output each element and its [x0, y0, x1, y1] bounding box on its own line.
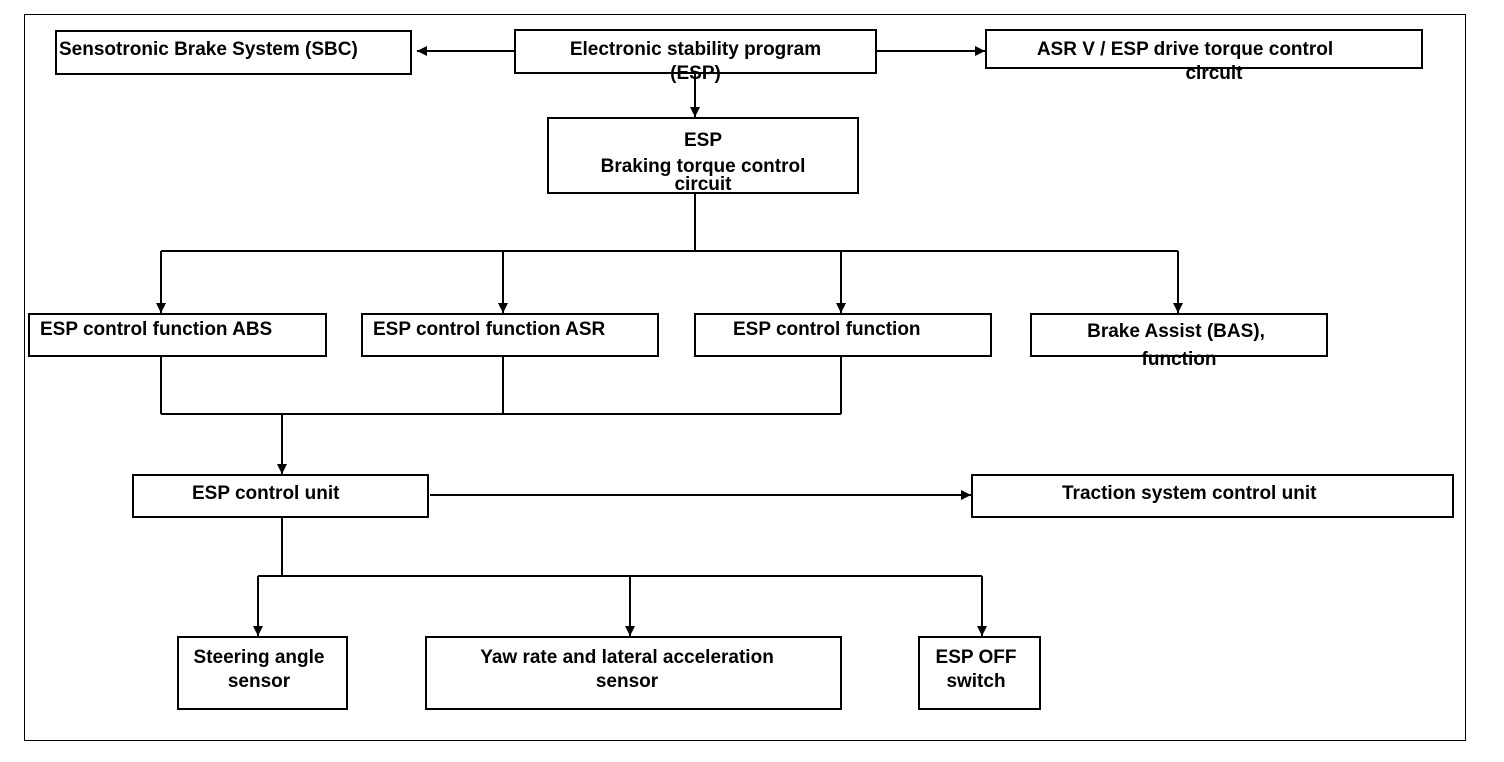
box-abs	[28, 313, 327, 357]
box-sbc	[55, 30, 412, 75]
box-esp-function	[694, 313, 992, 357]
label-steering-line1: Steering angle	[193, 647, 325, 668]
label-esp-function: ESP control function	[733, 319, 921, 340]
label-abs: ESP control function ABS	[40, 319, 273, 340]
label-steering-line2: sensor	[227, 671, 291, 692]
box-control-unit	[132, 474, 429, 518]
label-esp-off-line2: switch	[946, 671, 1006, 692]
box-asr-drive	[985, 29, 1423, 69]
label-yaw-line1: Yaw rate and lateral acceleration	[480, 647, 774, 668]
label-esp-braking-line2: Braking torque control	[600, 156, 806, 177]
label-esp-program-line2: (ESP)	[670, 63, 721, 84]
box-esp-off	[918, 636, 1041, 710]
label-bas-line2: function	[1141, 349, 1217, 370]
label-asr-drive: ASR V / ESP drive torque control circuit	[985, 38, 1423, 86]
label-bas-line1: Brake Assist (BAS),	[1087, 321, 1265, 342]
label-steering: Steering angle sensor	[177, 646, 341, 694]
box-asr	[361, 313, 659, 357]
label-asr-drive-line2: circuit	[1185, 63, 1243, 84]
label-esp-program-line1: Electronic stability program	[569, 39, 822, 60]
label-sbc: Sensotronic Brake System (SBC)	[59, 39, 358, 60]
diagram-frame	[24, 14, 1466, 741]
label-bas: Brake Assist (BAS), function	[1030, 318, 1328, 374]
label-asr-drive-line1: ASR V / ESP drive torque control	[1036, 39, 1334, 60]
label-control-unit: ESP control unit	[192, 483, 340, 504]
label-esp-braking-line1: ESP	[683, 130, 723, 151]
label-yaw-line2: sensor	[595, 671, 659, 692]
label-esp-braking-line3: circuit	[674, 174, 732, 195]
box-esp-program	[514, 29, 877, 74]
box-steering	[177, 636, 348, 710]
label-esp-off-line1: ESP OFF	[935, 647, 1017, 668]
label-yaw: Yaw rate and lateral acceleration sensor	[425, 646, 829, 694]
box-traction	[971, 474, 1454, 518]
label-esp-program: Electronic stability program (ESP)	[514, 38, 877, 86]
box-bas	[1030, 313, 1328, 357]
box-esp-braking	[547, 117, 859, 194]
label-traction: Traction system control unit	[1062, 483, 1317, 504]
box-yaw	[425, 636, 842, 710]
label-esp-braking: ESP Braking torque control circuit	[547, 127, 859, 198]
label-asr: ESP control function ASR	[373, 319, 606, 340]
label-esp-off: ESP OFF switch	[918, 646, 1034, 694]
